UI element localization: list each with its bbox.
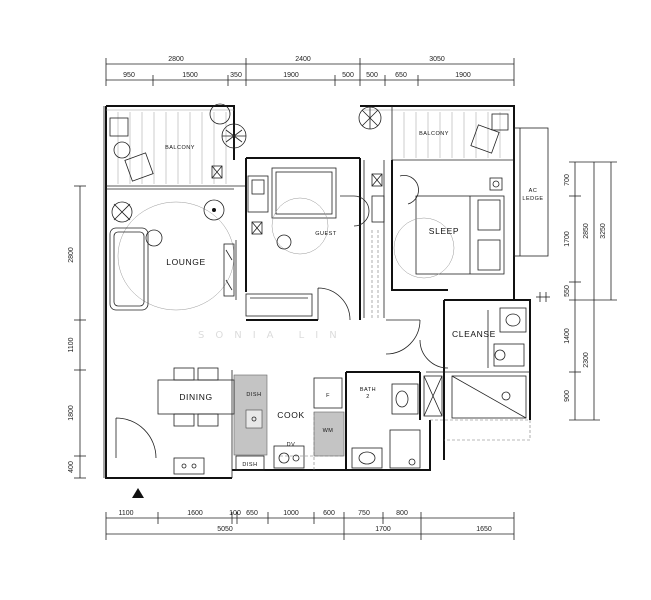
dim-right-550: 550 [564, 285, 571, 297]
dim-right-1700: 1700 [564, 231, 571, 247]
kitchen-counters [233, 374, 345, 457]
lounge-furniture [109, 199, 235, 311]
label-dining: DINING [179, 392, 212, 402]
dim-top-950: 950 [123, 72, 135, 79]
label-dish-top: DISH [246, 392, 261, 398]
dim-right-3250: 3250 [600, 223, 607, 239]
cleanse-fixtures [451, 307, 527, 419]
dim-top-350: 350 [230, 72, 242, 79]
dim-bottom-750: 750 [358, 510, 370, 517]
wardrobe-icon-sleep [371, 195, 385, 223]
bath2-fixtures [351, 375, 443, 469]
lamp-icon [111, 201, 133, 223]
dim-top-500b: 500 [366, 72, 378, 79]
hob-icon [273, 445, 305, 469]
label-fridge: F [326, 393, 330, 399]
guest-bed-icon [245, 167, 337, 317]
dim-top-650: 650 [395, 72, 407, 79]
label-sleep: SLEEP [429, 226, 459, 236]
dim-bottom-1000: 1000 [283, 510, 299, 517]
dim-right-2850: 2850 [583, 223, 590, 239]
top-dimensions: 2800 2400 3050 950 1500 350 1900 500 500… [105, 56, 515, 86]
dim-right-700: 700 [564, 174, 571, 186]
dim-bottom-1700: 1700 [375, 526, 391, 533]
dim-bottom-5050: 5050 [217, 526, 233, 533]
watermark: SONIA LIN [198, 330, 348, 341]
label-guest: GUEST [315, 231, 337, 237]
side-table-icon [203, 199, 225, 221]
balcony-hatch-right [403, 112, 501, 158]
label-bath2-1: BATH [360, 387, 376, 393]
dim-top-1500: 1500 [182, 72, 198, 79]
label-cook: COOK [277, 410, 304, 420]
dim-bottom-650: 650 [246, 510, 258, 517]
label-ac-ledge-2: LEDGE [522, 196, 543, 202]
dim-bottom-800: 800 [396, 510, 408, 517]
chair-icon [276, 234, 292, 250]
tv-unit-icon [223, 243, 235, 297]
bottom-dimensions: 1100 1600 100 650 1000 600 750 800 5050 … [105, 510, 515, 540]
balcony-chair-icon-right [470, 113, 509, 154]
dim-left-2800: 2800 [68, 247, 75, 263]
nightstand-icon [489, 177, 503, 191]
dim-right-1400: 1400 [564, 328, 571, 344]
dim-bottom-1100: 1100 [118, 510, 133, 517]
label-bath2-2: 2 [366, 394, 370, 400]
sink-icon [245, 409, 263, 429]
label-washing-machine: WM [323, 428, 334, 434]
shower-icon [451, 375, 527, 419]
entry-console-icon [173, 457, 205, 475]
walls [103, 105, 549, 479]
dining-table-icon [157, 367, 235, 427]
cushion-icon [145, 229, 163, 247]
dim-right-2300: 2300 [583, 352, 590, 368]
label-cleanse: CLEANSE [452, 329, 496, 339]
ac-unit-marker [536, 292, 550, 302]
cabinet-icon [211, 165, 383, 235]
label-dish-bottom: DISH [242, 462, 257, 468]
dim-top-2400: 2400 [295, 56, 311, 63]
dim-bottom-100: 100 [229, 510, 241, 517]
fridge-icon [313, 377, 343, 409]
dim-top-2800: 2800 [168, 56, 184, 63]
toilet-icon [493, 343, 525, 367]
label-balcony-right: BALCONY [419, 131, 449, 137]
wardrobe-icon [247, 175, 269, 213]
shower-icon-bath2 [423, 375, 443, 417]
dim-bottom-1600: 1600 [187, 510, 203, 517]
vanity-icon [499, 307, 527, 333]
toilet-icon-bath2 [391, 383, 419, 415]
label-balcony-left: BALCONY [165, 145, 195, 151]
dim-top-3050: 3050 [429, 56, 445, 63]
dim-left-1800: 1800 [68, 405, 75, 421]
door-swings [115, 175, 449, 459]
left-dimensions: 2800 1100 1800 400 [68, 185, 86, 479]
dim-bottom-1650: 1650 [476, 526, 492, 533]
dim-right-900: 900 [564, 390, 571, 402]
dim-left-400: 400 [68, 461, 75, 473]
kitchen-fixtures [235, 377, 344, 471]
dim-left-1100: 1100 [68, 337, 75, 352]
dim-top-500a: 500 [342, 72, 354, 79]
balcony-chair-icon [109, 117, 154, 182]
entry-arrow-icon [132, 488, 144, 498]
right-dimensions: 700 1700 550 1400 900 2850 2300 3250 [564, 161, 617, 421]
dim-bottom-600: 600 [323, 510, 335, 517]
vanity-icon-bath2 [351, 447, 383, 469]
plant-icon [209, 103, 382, 149]
label-dv: DV [287, 442, 296, 448]
sleep-bed-icon [371, 177, 505, 279]
label-ac-ledge-1: AC [529, 188, 538, 194]
dim-top-1900b: 1900 [455, 72, 471, 79]
label-lounge: LOUNGE [166, 257, 206, 267]
dim-top-1900a: 1900 [283, 72, 299, 79]
desk-icon [245, 293, 313, 317]
